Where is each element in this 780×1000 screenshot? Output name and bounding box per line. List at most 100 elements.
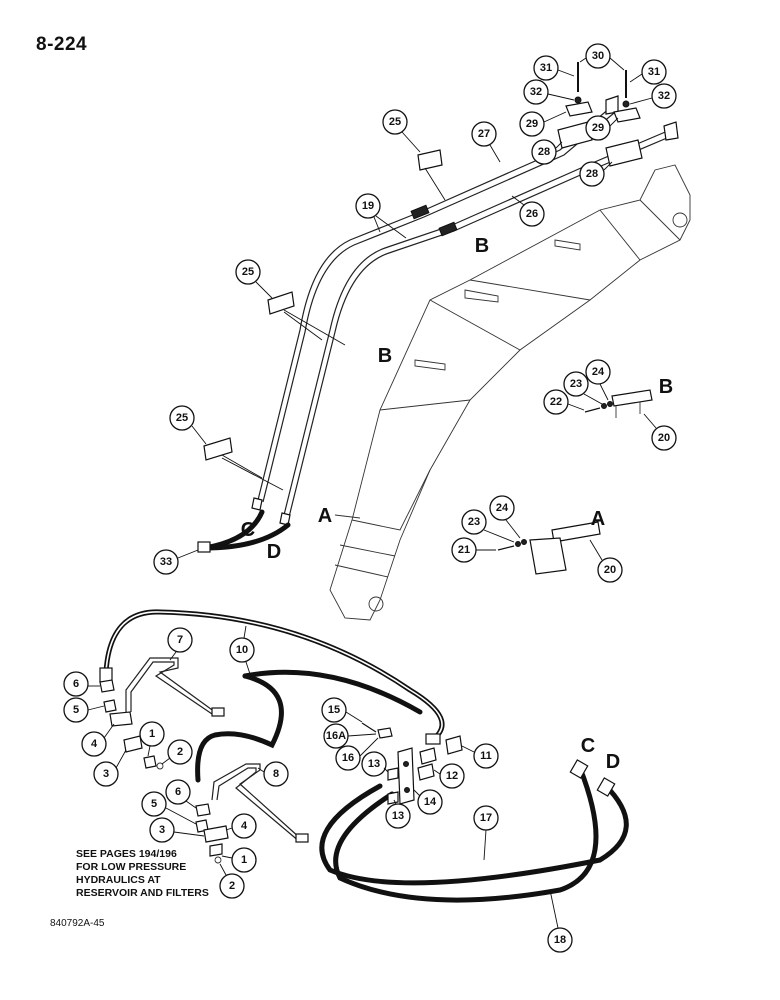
callout-1-upper: 1 [139,721,165,747]
callout-21: 21 [451,537,477,563]
svg-text:16A: 16A [326,730,346,742]
tube-clamp-upper [417,149,446,201]
svg-text:30: 30 [592,50,604,62]
page-number: 8-224 [36,34,88,55]
callout-12: 12 [439,763,465,789]
svg-text:13: 13 [368,758,380,770]
svg-text:14: 14 [424,796,437,808]
callout-2-lower: 2 [219,873,245,899]
bracket-assembly-b [584,389,653,418]
callout-25-lower: 25 [169,405,195,431]
svg-text:23: 23 [570,378,582,390]
fitting-group-upper [99,679,164,770]
svg-text:3: 3 [103,768,109,780]
document-code: 840792A-45 [50,918,105,929]
callout-16: 16 [335,745,361,771]
callout-28-left: 28 [531,139,557,165]
callout-13-lower: 13 [385,803,411,829]
callout-24-b: 24 [585,359,611,385]
callout-19: 19 [355,193,381,219]
upper-tube-assembly [251,95,679,526]
svg-text:17: 17 [480,812,492,824]
svg-text:3: 3 [159,824,165,836]
bracket-assembly-a [497,521,601,575]
svg-text:1: 1 [241,854,247,866]
letter-b-upper: B [475,235,489,257]
reference-letters: B B B A A C D C D [241,235,673,773]
callout-32-right: 32 [651,83,677,109]
callout-25-top: 25 [382,109,408,135]
callout-5-upper: 5 [63,697,89,723]
callout-11: 11 [473,743,499,769]
letter-b-bracket: B [659,376,673,398]
svg-text:25: 25 [389,116,401,128]
svg-text:28: 28 [538,146,550,158]
callout-30: 30 [585,43,611,69]
letter-a-bracket: A [591,508,605,530]
callout-20-b: 20 [651,425,677,451]
svg-text:20: 20 [658,432,670,444]
svg-text:29: 29 [592,122,604,134]
svg-text:4: 4 [91,738,98,750]
lower-hose-assembly [99,609,629,903]
letter-c-tube: C [241,519,255,541]
callout-33: 33 [153,549,179,575]
top-mounting-hardware [557,62,643,167]
svg-text:26: 26 [526,208,538,220]
svg-text:29: 29 [526,118,538,130]
callout-7: 7 [167,627,193,653]
svg-text:6: 6 [175,786,181,798]
mounting-plate-14 [361,722,463,805]
callout-17: 17 [473,805,499,831]
note-line-4: RESERVOIR AND FILTERS [76,887,209,899]
callout-3-upper: 3 [93,761,119,787]
svg-text:33: 33 [160,556,172,568]
tube-clamp-middle [267,291,346,346]
svg-text:5: 5 [73,704,79,716]
svg-text:1: 1 [149,728,155,740]
boom-outline [329,164,691,621]
svg-text:2: 2 [177,746,183,758]
note-line-3: HYDRAULICS AT [76,874,161,886]
callout-23-a: 23 [461,509,487,535]
note-line-2: FOR LOW PRESSURE [76,861,187,873]
fitting-group-lower [195,803,229,864]
svg-text:19: 19 [362,200,374,212]
callouts: 30 31 31 32 32 29 29 28 28 27 26 25 19 2… [63,43,677,953]
callout-14: 14 [417,789,443,815]
svg-text:20: 20 [604,564,616,576]
svg-text:23: 23 [468,516,480,528]
svg-text:12: 12 [446,770,458,782]
svg-text:28: 28 [586,168,598,180]
tube-7 [125,657,225,717]
callout-1-lower: 1 [231,847,257,873]
svg-text:16: 16 [342,752,354,764]
callout-29-right: 29 [585,115,611,141]
callout-24-a: 24 [489,495,515,521]
tube-8 [211,763,309,843]
svg-text:7: 7 [177,634,183,646]
svg-text:27: 27 [478,128,490,140]
tube-clamp-lower [203,437,284,491]
svg-text:31: 31 [540,62,552,74]
svg-text:15: 15 [328,704,340,716]
callout-6-lower: 6 [165,779,191,805]
callout-16a: 16A [323,723,349,749]
letter-d-hose: D [606,751,620,773]
callout-20-a: 20 [597,557,623,583]
letter-a-boom: A [318,505,332,527]
svg-text:13: 13 [392,810,404,822]
svg-text:8: 8 [273,768,279,780]
svg-text:21: 21 [458,544,470,556]
svg-text:32: 32 [530,86,542,98]
letter-b-middle: B [378,345,392,367]
callout-8: 8 [263,761,289,787]
letter-c-hose: C [581,735,595,757]
callout-2-upper: 2 [167,739,193,765]
low-pressure-note: SEE PAGES 194/196 FOR LOW PRESSURE HYDRA… [76,848,209,900]
svg-text:31: 31 [648,66,660,78]
svg-text:5: 5 [151,798,157,810]
callout-25-middle: 25 [235,259,261,285]
callout-15: 15 [321,697,347,723]
